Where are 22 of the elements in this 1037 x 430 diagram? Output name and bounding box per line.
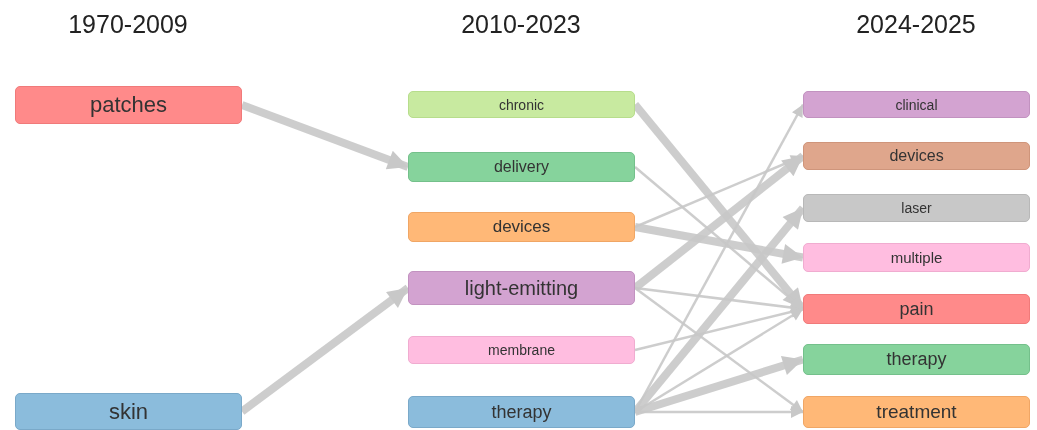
column-heading: 2024-2025	[855, 10, 977, 39]
flow-arrow	[240, 101, 410, 171]
keyword-box: membrane	[408, 336, 635, 364]
keyword-box: pain	[803, 294, 1030, 324]
flow-arrow	[634, 223, 804, 264]
column-heading: 1970-2009	[67, 10, 189, 39]
keyword-box: devices	[803, 142, 1030, 170]
keyword-box: patches	[15, 86, 242, 124]
flow-arrow	[633, 355, 805, 416]
keyword-box: multiple	[803, 243, 1030, 272]
keyword-box: delivery	[408, 152, 635, 182]
keyword-box: therapy	[408, 396, 635, 428]
keyword-box: treatment	[803, 396, 1030, 428]
keyword-box: light-emitting	[408, 271, 635, 305]
keyword-box: clinical	[803, 91, 1030, 118]
flow-arrow	[634, 287, 804, 413]
keyword-box: laser	[803, 194, 1030, 222]
keyword-box: chronic	[408, 91, 635, 118]
keyword-box: skin	[15, 393, 242, 430]
keyword-box: devices	[408, 212, 635, 242]
keyword-box: therapy	[803, 344, 1030, 375]
column-heading: 2010-2023	[460, 10, 582, 39]
